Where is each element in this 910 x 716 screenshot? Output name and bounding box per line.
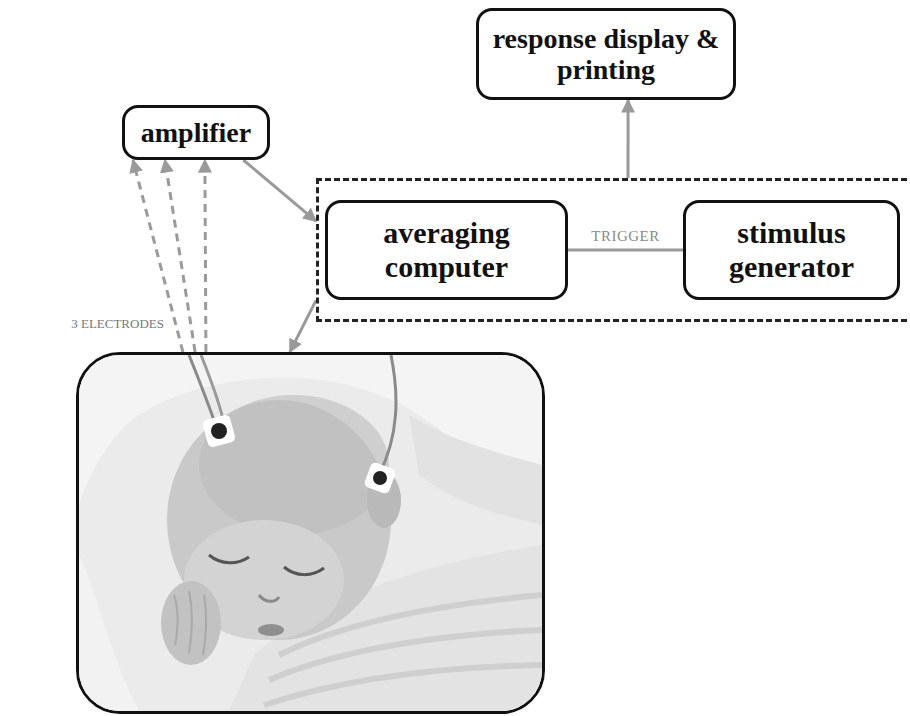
- illustration-shape: [363, 461, 396, 494]
- illustration-shape: [79, 555, 139, 711]
- electrode-lead: [165, 160, 195, 352]
- node-label: stimulus generator: [696, 216, 887, 283]
- output-box: response display & printing: [476, 8, 736, 100]
- illustration-shape: [373, 471, 387, 485]
- illustration-shape: [409, 415, 542, 525]
- illustration-shape: [161, 581, 221, 665]
- connector-arrow: [627, 100, 630, 178]
- process-box: amplifier: [122, 105, 270, 160]
- system-group: averaging computer stimulus generator: [316, 178, 910, 322]
- signal-label: TRIGGER: [589, 228, 662, 245]
- illustration-shape: [284, 567, 324, 575]
- baby-photo: [79, 355, 542, 711]
- illustration-shape: [79, 355, 542, 711]
- connector-arrow: [243, 160, 316, 221]
- node-label: averaging computer: [338, 216, 555, 283]
- illustration-shape: [211, 423, 227, 439]
- connector-arrow: [290, 300, 316, 352]
- process-box: stimulus generator: [683, 200, 900, 300]
- process-box: averaging computer: [325, 200, 568, 300]
- illustration-shape: [259, 595, 279, 601]
- illustration-shape: [199, 395, 389, 535]
- node-label: response display & printing: [489, 23, 723, 86]
- electrode-label: 3 ELECTRODES: [69, 316, 166, 332]
- illustration-shape: [209, 555, 249, 563]
- illustration-shape: [202, 414, 236, 448]
- illustration-shape: [379, 355, 396, 475]
- node-label: amplifier: [141, 117, 251, 148]
- illustration-shape: [189, 355, 217, 429]
- connector-arrow: [568, 249, 683, 252]
- illustration-shape: [174, 591, 206, 655]
- illustration-shape: [258, 624, 284, 636]
- photo-frame: [76, 352, 545, 714]
- electrode-lead: [205, 160, 206, 352]
- illustration-shape: [264, 665, 542, 705]
